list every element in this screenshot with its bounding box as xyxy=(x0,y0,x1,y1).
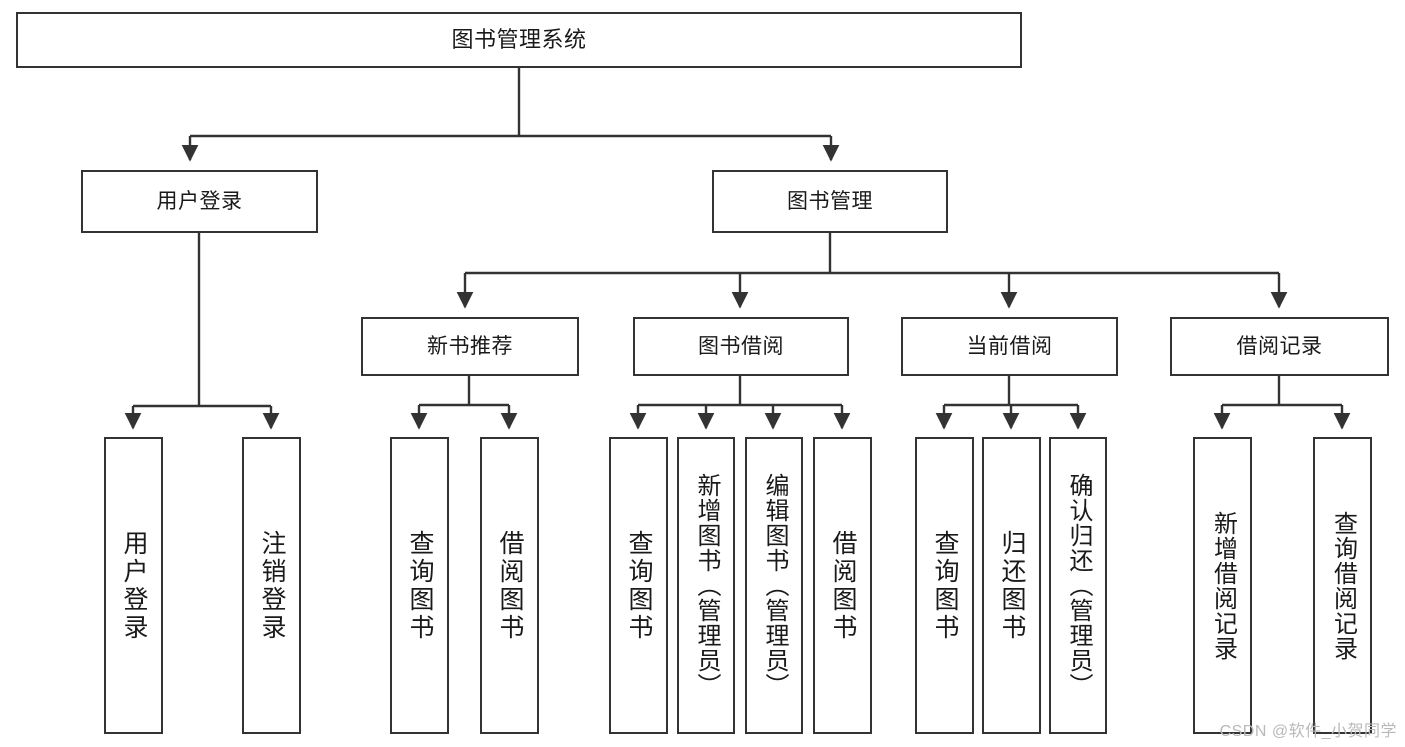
leaf-borrow-book[interactable]: 借阅图书 xyxy=(813,437,872,734)
node-label: 查询图书 xyxy=(625,529,653,642)
leaf-logout[interactable]: 注销登录 xyxy=(242,437,301,734)
node-label: 用户登录 xyxy=(156,189,243,213)
leaf-user-login[interactable]: 用户登录 xyxy=(104,437,163,734)
node-label: 当前借阅 xyxy=(966,334,1053,358)
node-label: 借阅图书 xyxy=(496,529,524,642)
node-label: 借阅记录 xyxy=(1236,334,1323,358)
node-label: 新增借阅记录 xyxy=(1209,510,1237,661)
leaf-edit-book-admin[interactable]: 编辑图书（管理员） xyxy=(745,437,803,734)
leaf-query-borrow-record[interactable]: 查询借阅记录 xyxy=(1313,437,1372,734)
node-new-book-recommend[interactable]: 新书推荐 xyxy=(361,317,579,376)
node-label: 查询图书 xyxy=(931,529,959,642)
node-root-book-management-system[interactable]: 图书管理系统 xyxy=(16,12,1022,68)
node-user-login[interactable]: 用户登录 xyxy=(81,170,318,233)
leaf-query-book-borrow[interactable]: 查询图书 xyxy=(609,437,668,734)
node-label: 用户登录 xyxy=(120,529,148,642)
leaf-borrow-book-recommend[interactable]: 借阅图书 xyxy=(480,437,539,734)
leaf-add-borrow-record[interactable]: 新增借阅记录 xyxy=(1193,437,1252,734)
node-label: 图书借阅 xyxy=(698,334,784,358)
node-label: 新增图书（管理员） xyxy=(693,473,720,698)
csdn-watermark: CSDN @软件_小贺同学 xyxy=(1219,723,1397,740)
node-label: 查询图书 xyxy=(406,529,434,642)
node-label: 新书推荐 xyxy=(427,334,513,358)
node-label: 注销登录 xyxy=(258,529,286,642)
node-current-borrow[interactable]: 当前借阅 xyxy=(901,317,1118,376)
leaf-query-book-current[interactable]: 查询图书 xyxy=(915,437,974,734)
node-label: 确认归还（管理员） xyxy=(1065,473,1092,698)
leaf-confirm-return-admin[interactable]: 确认归还（管理员） xyxy=(1049,437,1107,734)
node-label: 图书管理 xyxy=(787,189,873,213)
node-label: 借阅图书 xyxy=(829,529,857,642)
node-book-management[interactable]: 图书管理 xyxy=(712,170,948,233)
node-label: 图书管理系统 xyxy=(451,26,587,52)
node-book-borrow[interactable]: 图书借阅 xyxy=(633,317,849,376)
node-label: 归还图书 xyxy=(998,529,1026,642)
leaf-query-book-recommend[interactable]: 查询图书 xyxy=(390,437,449,734)
node-label: 编辑图书（管理员） xyxy=(761,473,788,698)
node-label: 查询借阅记录 xyxy=(1329,510,1357,661)
node-borrow-record[interactable]: 借阅记录 xyxy=(1170,317,1389,376)
leaf-return-book[interactable]: 归还图书 xyxy=(982,437,1041,734)
leaf-add-book-admin[interactable]: 新增图书（管理员） xyxy=(677,437,735,734)
